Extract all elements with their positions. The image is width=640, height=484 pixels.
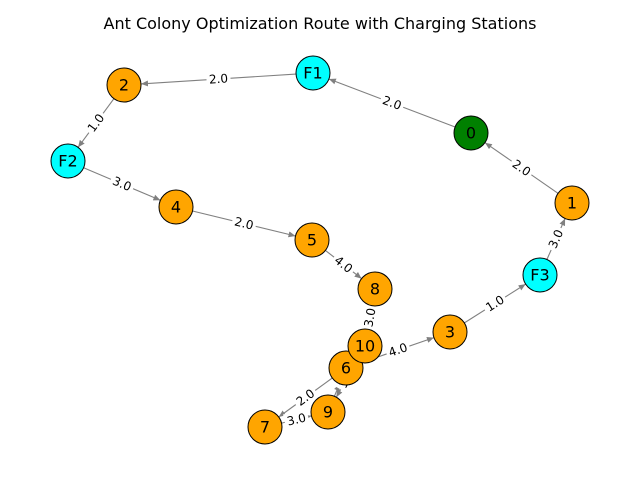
edge-label-4-5: 2.0	[230, 212, 258, 235]
node-label: 5	[307, 231, 317, 250]
station-node-circle	[522, 257, 558, 293]
edge-label-F1-2: 2.0	[206, 70, 231, 88]
edge-label-background	[206, 70, 231, 88]
customer-node-circle	[294, 222, 330, 258]
node-label: 7	[260, 418, 270, 437]
edge-label-1-0: 2.0	[507, 154, 536, 182]
node-9: 9	[310, 394, 346, 430]
node-label: F2	[58, 152, 77, 171]
node-label: 0	[466, 124, 476, 143]
node-label: 10	[355, 337, 375, 356]
node-label: 9	[323, 403, 333, 422]
customer-node-circle	[432, 314, 468, 350]
customer-node-circle	[310, 394, 346, 430]
node-7: 7	[247, 409, 283, 445]
edge-weight-label: 3.0	[110, 174, 133, 194]
depot-node-circle	[453, 115, 489, 151]
edge-label-background	[230, 212, 258, 235]
edge-label-F3-1: 3.0	[543, 224, 569, 254]
edge-label-background	[291, 383, 320, 412]
edge-label-background	[384, 338, 412, 362]
edge-label-background	[107, 171, 137, 197]
edge-weight-label: 2.0	[233, 214, 255, 232]
customer-node-circle	[106, 67, 142, 103]
station-node-circle	[50, 143, 86, 179]
edge-label-background	[377, 91, 407, 115]
edge-label-background	[329, 250, 358, 279]
node-label: 1	[567, 194, 577, 213]
node-label: 6	[341, 359, 351, 378]
edge-label-background	[543, 224, 569, 254]
node-label: 4	[171, 198, 181, 217]
edge-label-background	[82, 108, 110, 138]
customer-node-circle	[357, 271, 393, 307]
edge-label-5-8: 4.0	[329, 250, 358, 279]
station-node-circle	[295, 55, 331, 91]
edge-label-background	[507, 154, 536, 182]
node-1: 1	[554, 185, 590, 221]
edge-label-0-F1: 2.0	[377, 91, 407, 115]
node-5: 5	[294, 222, 330, 258]
node-3: 3	[432, 314, 468, 350]
node-label: F3	[530, 266, 549, 285]
customer-node-circle	[158, 189, 194, 225]
edge-weight-label: 4.0	[387, 340, 410, 359]
node-4: 4	[158, 189, 194, 225]
edge-weight-label: 3.0	[286, 410, 308, 428]
edge-label-2-F2: 1.0	[82, 108, 110, 138]
edge-label-F2-4: 3.0	[107, 171, 137, 197]
edge-label-6-3: 4.0	[384, 338, 412, 362]
edge-label-7-9: 3.0	[282, 408, 311, 431]
diagram-title: Ant Colony Optimization Route with Charg…	[104, 14, 537, 33]
customer-node-circle	[554, 185, 590, 221]
edge-label-background	[480, 290, 510, 317]
node-8: 8	[357, 271, 393, 307]
node-label: 8	[370, 280, 380, 299]
edge-label-background	[282, 408, 311, 431]
node-label: F1	[303, 64, 322, 83]
edge-weight-label: 2.0	[209, 71, 229, 86]
edge-label-8-10: 3.0	[360, 304, 380, 331]
node-2: 2	[106, 67, 142, 103]
node-F2: F2	[50, 143, 86, 179]
node-F1: F1	[295, 55, 331, 91]
node-label: 3	[445, 323, 455, 342]
node-F3: F3	[522, 257, 558, 293]
customer-node-circle	[347, 328, 383, 364]
node-10: 10	[347, 328, 383, 364]
edge-label-3-F3: 1.0	[480, 290, 510, 317]
node-0: 0	[453, 115, 489, 151]
customer-node-circle	[247, 409, 283, 445]
node-label: 2	[119, 76, 129, 95]
edge-weight-label: 3.0	[361, 307, 378, 328]
edge-weight-label: 2.0	[381, 93, 404, 113]
edge-label-background	[360, 304, 380, 331]
